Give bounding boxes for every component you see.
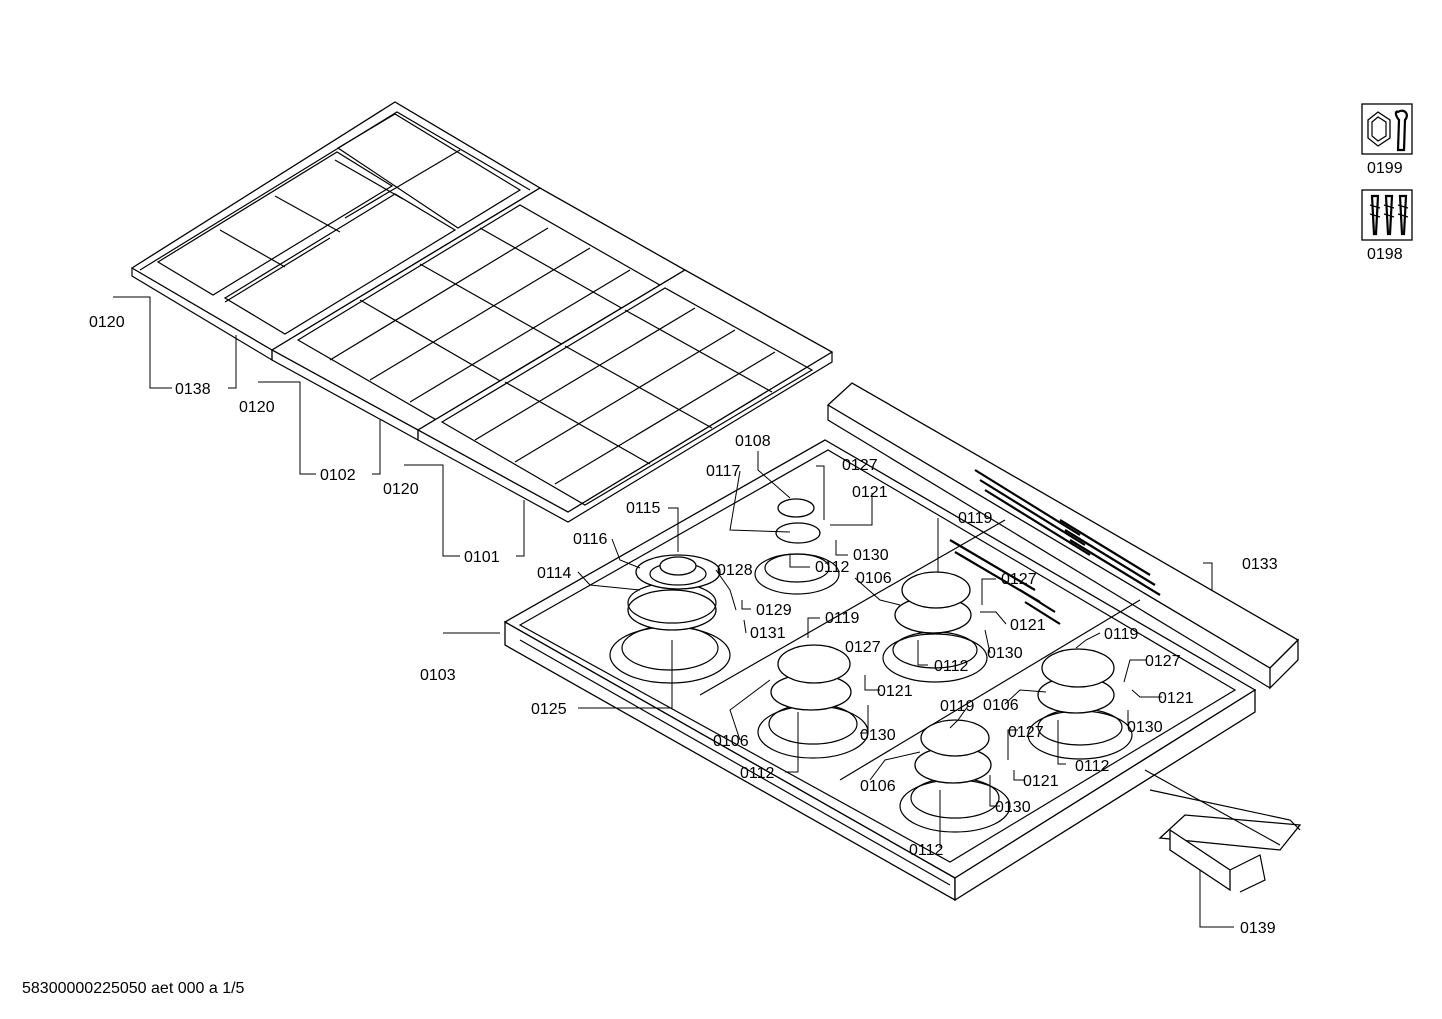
callout-label: 0120 <box>239 399 275 416</box>
callout-label: 0130 <box>1127 719 1163 736</box>
callout-label: 0130 <box>853 547 889 564</box>
tool-label: 0199 <box>1367 160 1403 177</box>
callout-label: 0116 <box>573 531 608 548</box>
callout-label: 0120 <box>383 481 419 498</box>
callout-label: 0112 <box>934 658 969 675</box>
callout-label: 0121 <box>852 484 888 501</box>
callout-label: 0106 <box>856 570 892 587</box>
tool-legend: 0199 0198 <box>1361 103 1413 263</box>
callout-label: 0102 <box>320 467 356 484</box>
cooktop-body <box>503 439 1257 902</box>
burner-far-right <box>1027 648 1133 760</box>
callout-label: 0138 <box>175 381 211 398</box>
callout-label: 0127 <box>1008 724 1044 741</box>
callout-label: 0115 <box>626 500 661 517</box>
callout-label: 0120 <box>89 314 125 331</box>
callout-label: 0130 <box>860 727 896 744</box>
document-id: 58300000225050 aet 000 a 1/5 <box>22 980 245 997</box>
callout-label: 0117 <box>706 463 741 480</box>
callout-labels: 0120 0138 0120 0102 0120 0101 0108 0127 … <box>89 314 1278 937</box>
callout-label: 0131 <box>750 625 786 642</box>
callout-label: 0121 <box>1023 773 1059 790</box>
callout-label: 0127 <box>1145 653 1181 670</box>
callout-label: 0119 <box>825 610 860 627</box>
screws-icon <box>1361 189 1413 241</box>
callout-label: 0106 <box>983 697 1019 714</box>
callout-label: 0119 <box>1104 626 1139 643</box>
callout-label: 0139 <box>1240 920 1276 937</box>
callout-label: 0121 <box>1158 690 1194 707</box>
callout-label: 0119 <box>940 698 975 715</box>
wrench-nut-icon <box>1361 103 1413 155</box>
callout-label: 0128 <box>717 562 753 579</box>
callout-label: 0129 <box>756 602 792 619</box>
callout-label: 0114 <box>537 565 572 582</box>
callout-label: 0101 <box>464 549 500 566</box>
callout-label: 0112 <box>815 559 850 576</box>
callout-label: 0119 <box>958 510 993 527</box>
tool-label: 0198 <box>1367 246 1403 263</box>
callout-label: 0127 <box>845 639 881 656</box>
callout-label: 0106 <box>713 733 749 750</box>
mounting-bracket-0139 <box>1144 769 1302 893</box>
burner-front-right <box>899 719 1011 833</box>
callout-label: 0112 <box>909 842 944 859</box>
burner-small-back <box>754 498 840 595</box>
callout-label: 0127 <box>842 457 878 474</box>
callout-label: 0133 <box>1242 556 1278 573</box>
callout-label: 0112 <box>740 765 775 782</box>
callout-label: 0130 <box>987 645 1023 662</box>
callout-label: 0125 <box>531 701 567 718</box>
leader-lines <box>113 296 1234 928</box>
burner-center <box>757 644 869 759</box>
callout-label: 0112 <box>1075 758 1110 775</box>
callout-label: 0103 <box>420 667 456 684</box>
callout-label: 0121 <box>1010 617 1046 634</box>
callout-label: 0130 <box>995 799 1031 816</box>
callout-label: 0108 <box>735 433 771 450</box>
callout-label: 0106 <box>860 778 896 795</box>
burner-large-front-left <box>609 554 731 684</box>
burner-rear-right <box>882 571 988 683</box>
callout-label: 0127 <box>1001 571 1037 588</box>
rear-trim-0133 <box>826 382 1300 690</box>
grate-left <box>130 101 542 362</box>
callout-label: 0121 <box>877 683 913 700</box>
grate-right <box>416 269 834 523</box>
cooktop-grates <box>130 101 834 523</box>
